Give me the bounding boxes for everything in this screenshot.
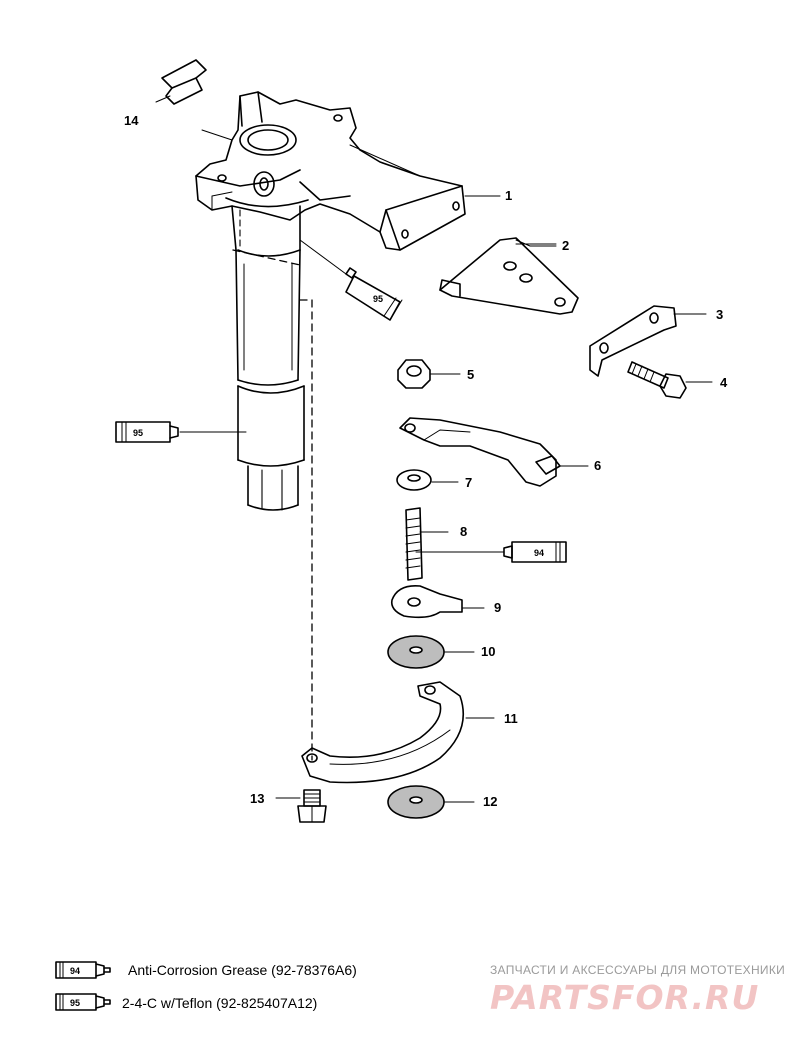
legend-tube-95-label: 95 [70, 998, 80, 1008]
watermark-tagline: ЗАПЧАСТИ И АКСЕССУАРЫ ДЛЯ МОТОТЕХНИКИ [490, 963, 786, 977]
tube-label-95-upper: 95 [373, 294, 383, 304]
part-7-washer [396, 469, 432, 491]
watermark-logo: PARTSFOR.RU [490, 978, 760, 1017]
tube-label-94-right: 94 [534, 548, 544, 558]
callout-2: 2 [562, 238, 569, 253]
legend-tube-94-icon [55, 961, 111, 979]
callout-7: 7 [465, 475, 472, 490]
part-3-bracket [589, 305, 677, 377]
grease-tube-94-right [503, 541, 567, 563]
part-1-swivel-bracket [195, 91, 466, 251]
part-8-stud [405, 507, 505, 581]
callout-6: 6 [594, 458, 601, 473]
part-10-friction-pad [387, 635, 445, 669]
grease-tube-95-upper [299, 239, 403, 321]
part-9-tab-washer [390, 584, 463, 619]
grease-tube-95-left [115, 421, 247, 443]
part-13-bolt [297, 789, 327, 823]
legend-tube-94-label: 94 [70, 966, 80, 976]
callout-5: 5 [467, 367, 474, 382]
steering-tube [225, 197, 309, 511]
callout-10: 10 [481, 644, 495, 659]
legend-94-text: Anti-Corrosion Grease (92-78376A6) [128, 962, 357, 978]
alignment-dashed-line [299, 299, 313, 761]
legend-tube-95-icon [55, 993, 111, 1011]
part-2-plate [439, 237, 579, 315]
callout-leaders [275, 195, 713, 803]
callout-3: 3 [716, 307, 723, 322]
callout-12: 12 [483, 794, 497, 809]
callout-14: 14 [124, 113, 139, 128]
callout-4: 4 [720, 375, 728, 390]
tube-label-95-left: 95 [133, 428, 143, 438]
callout-8: 8 [460, 524, 467, 539]
part-5-nut [397, 359, 431, 389]
part-6-bracket [399, 417, 561, 487]
callout-13: 13 [250, 791, 264, 806]
part-11-arm [301, 681, 464, 784]
part-4-screw [627, 361, 687, 399]
callout-1: 1 [505, 188, 512, 203]
part-14-clip [155, 59, 207, 105]
callout-11: 11 [504, 711, 518, 726]
legend-95-text: 2-4-C w/Teflon (92-825407A12) [122, 995, 318, 1011]
callout-9: 9 [494, 600, 501, 615]
part-12-friction-pad [387, 785, 445, 819]
